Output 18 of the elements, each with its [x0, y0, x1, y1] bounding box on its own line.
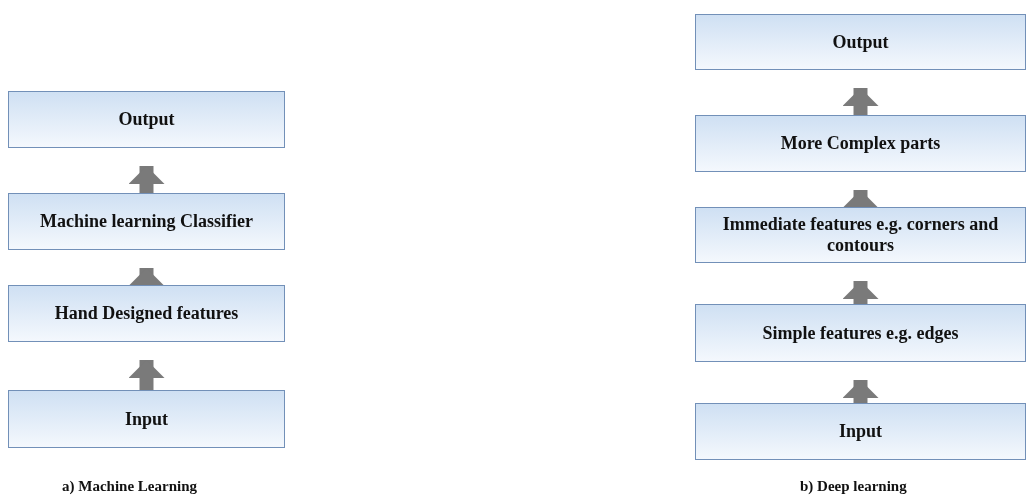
process-box: Input: [695, 403, 1026, 460]
block-arrow: [842, 281, 879, 304]
block-arrow: [128, 360, 165, 390]
process-box: Hand Designed features: [8, 285, 285, 342]
process-box: Machine learning Classifier: [8, 193, 285, 250]
process-box: Immediate features e.g. corners and contours: [695, 207, 1026, 263]
process-box: More Complex parts: [695, 115, 1026, 172]
block-arrow: [842, 380, 879, 403]
process-box: Simple features e.g. edges: [695, 304, 1026, 362]
process-box: Output: [8, 91, 285, 148]
block-arrow: [128, 268, 165, 286]
process-box: Input: [8, 390, 285, 448]
process-box: Output: [695, 14, 1026, 70]
block-arrow: [842, 88, 879, 115]
block-arrow: [128, 166, 165, 193]
block-arrow: [842, 190, 879, 208]
caption: b) Deep learning: [800, 478, 907, 495]
caption: a) Machine Learning: [62, 478, 197, 495]
